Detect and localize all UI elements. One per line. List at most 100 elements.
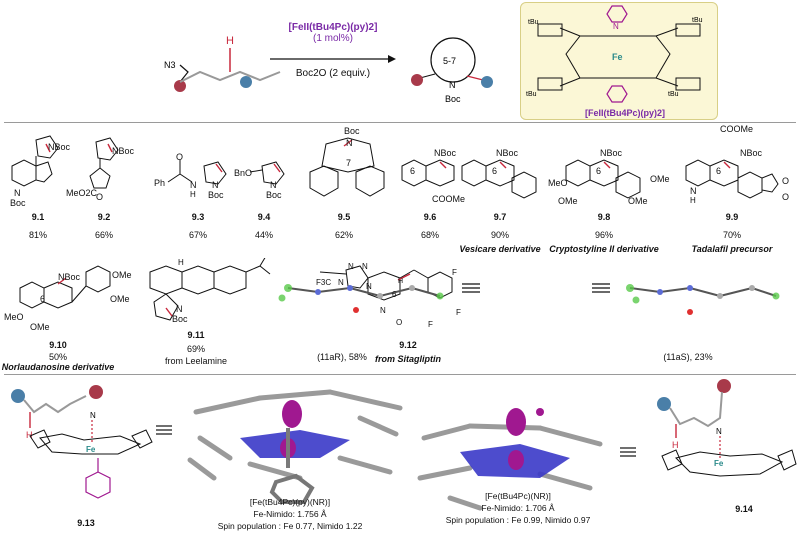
h-atom: H <box>672 440 679 450</box>
c92-meo2c: MeO2C <box>66 188 98 198</box>
c911-h: H <box>178 258 184 267</box>
c92-o: O <box>96 192 104 202</box>
c93-nh: N <box>190 180 197 190</box>
compound-id: 9.2 <box>97 212 111 222</box>
dft-right-bond: Fe-Nimido: 1.706 Å <box>481 503 555 513</box>
c94-boc: Boc <box>266 190 282 200</box>
sita-f3c: F3C <box>316 278 332 287</box>
xray-structure-right <box>626 284 780 315</box>
compound-yield: 96% <box>594 230 613 240</box>
product-n-label: N <box>449 80 456 90</box>
ring-size-label: 5-7 <box>443 56 456 66</box>
compound-note: Vesicare derivative <box>459 244 541 254</box>
tbu-label-1: tBu <box>528 19 539 26</box>
product-structure: 5-7 N Boc <box>411 37 493 104</box>
c98-ome3: OMe <box>628 196 648 206</box>
product-boc-label: Boc <box>445 94 461 104</box>
compound-id: 9.1 <box>31 212 45 222</box>
tbu-label-2: tBu <box>692 17 703 24</box>
c98-meo: MeO <box>548 178 568 188</box>
compound-note: Cryptostyline II derivative <box>549 244 659 254</box>
compound-note: Tadalafil precursor <box>691 244 773 254</box>
sita-n5: N <box>380 306 386 315</box>
compound-yield: 62% <box>334 230 353 240</box>
blue-ball-product <box>481 76 493 88</box>
c95-ring: 7 <box>346 158 352 168</box>
compound-id: 9.5 <box>337 212 351 222</box>
dft-left-caption: [Fe(tBu4Pc)(py)(NR)] Fe-Nimido: 1.756 Å … <box>190 496 390 532</box>
divider-bottom <box>4 374 796 375</box>
h-atom-label: H <box>226 35 234 47</box>
dft-model-right <box>417 408 603 511</box>
c910-nboc: NBoc <box>58 272 81 282</box>
c911-boc: Boc <box>172 314 188 324</box>
sita-f1: F <box>452 268 457 277</box>
isomer-left-label: (11aR), 58% <box>317 352 367 362</box>
sita-o: O <box>396 318 403 327</box>
compound-yield: 90% <box>490 230 509 240</box>
compound-id: 9.9 <box>725 212 739 222</box>
xray-structure-left <box>278 284 444 313</box>
compound-id: 9.13 <box>77 518 95 528</box>
c98-nboc: NBoc <box>600 148 623 158</box>
pyridine-n-top: N <box>613 22 619 31</box>
c96-ring: 6 <box>410 166 416 176</box>
compound-id: 9.4 <box>257 212 271 222</box>
compound-yield: 67% <box>188 230 207 240</box>
divider-top <box>4 122 796 123</box>
c98-ring: 6 <box>596 166 602 176</box>
complex-9-13: H N Fe <box>11 385 153 499</box>
dft-left-spin: Spin population : Fe 0.77, Nimido 1.22 <box>217 521 363 531</box>
c93-n: N <box>212 180 219 190</box>
sita-f3: F <box>428 320 433 329</box>
reactant-structure: N3 H <box>164 35 281 92</box>
c98-ome2: OMe <box>650 174 670 184</box>
c93-h: H <box>190 190 196 199</box>
oxidant-label: Boc2O (2 equiv.) <box>295 68 371 79</box>
catalyst-box-label: [FeII(tBu4Pc)(py)2] <box>584 108 665 118</box>
compound-id: 9.8 <box>597 212 611 222</box>
c910-ring: 6 <box>40 294 46 304</box>
tbu-label-4: tBu <box>668 91 679 98</box>
c99-o1: O <box>782 176 790 186</box>
c910-ome1: OMe <box>112 270 132 280</box>
row2-structures <box>19 258 780 321</box>
isomer-right-label: (11aS), 23% <box>663 352 713 362</box>
catalyst-label: [FeII(tBu4Pc)(py)2] <box>288 22 378 33</box>
c910-meo: MeO <box>4 312 24 322</box>
dft-left-formula: [Fe(tBu4Pc)(py)(NR)] <box>249 497 331 507</box>
red-ball-product <box>411 74 423 86</box>
sita-h: H <box>398 278 404 285</box>
c95-boc: Boc <box>344 126 360 136</box>
compound-yield: 44% <box>254 230 273 240</box>
h-atom: H <box>26 430 33 440</box>
compound-yield: 66% <box>94 230 113 240</box>
compound-yield: 50% <box>48 352 67 362</box>
sita-n2: N <box>362 262 368 271</box>
n-label: N <box>90 411 96 420</box>
c99-o2: O <box>782 192 790 202</box>
c95-n: N <box>346 138 353 148</box>
c91-n: N <box>14 188 21 198</box>
compound-id: 9.10 <box>49 340 67 350</box>
c93-ph: Ph <box>154 178 166 188</box>
c91-nboc: NBoc <box>48 142 71 152</box>
c910-ome3: OMe <box>30 322 50 332</box>
c99-ring: 6 <box>716 166 722 176</box>
c96-nboc: NBoc <box>434 148 457 158</box>
red-ball-substituent <box>174 80 186 92</box>
c97-ring: 6 <box>492 166 498 176</box>
sita-n3: N <box>338 278 344 287</box>
row1-structures <box>11 135 779 199</box>
c93-o: O <box>176 152 184 162</box>
compound-note: Norlaudanosine derivative <box>1 362 115 372</box>
c99-coome: COOMe <box>720 124 754 134</box>
sita-ring: 6 <box>392 290 397 299</box>
compound-yield: 70% <box>722 230 741 240</box>
c99-h: H <box>690 196 696 205</box>
compound-yield: 68% <box>420 230 439 240</box>
compound-yield: 81% <box>28 230 47 240</box>
blue-ball-substituent <box>240 76 252 88</box>
compound-id: 9.12 <box>399 340 417 350</box>
tbu-label-3: tBu <box>526 91 537 98</box>
